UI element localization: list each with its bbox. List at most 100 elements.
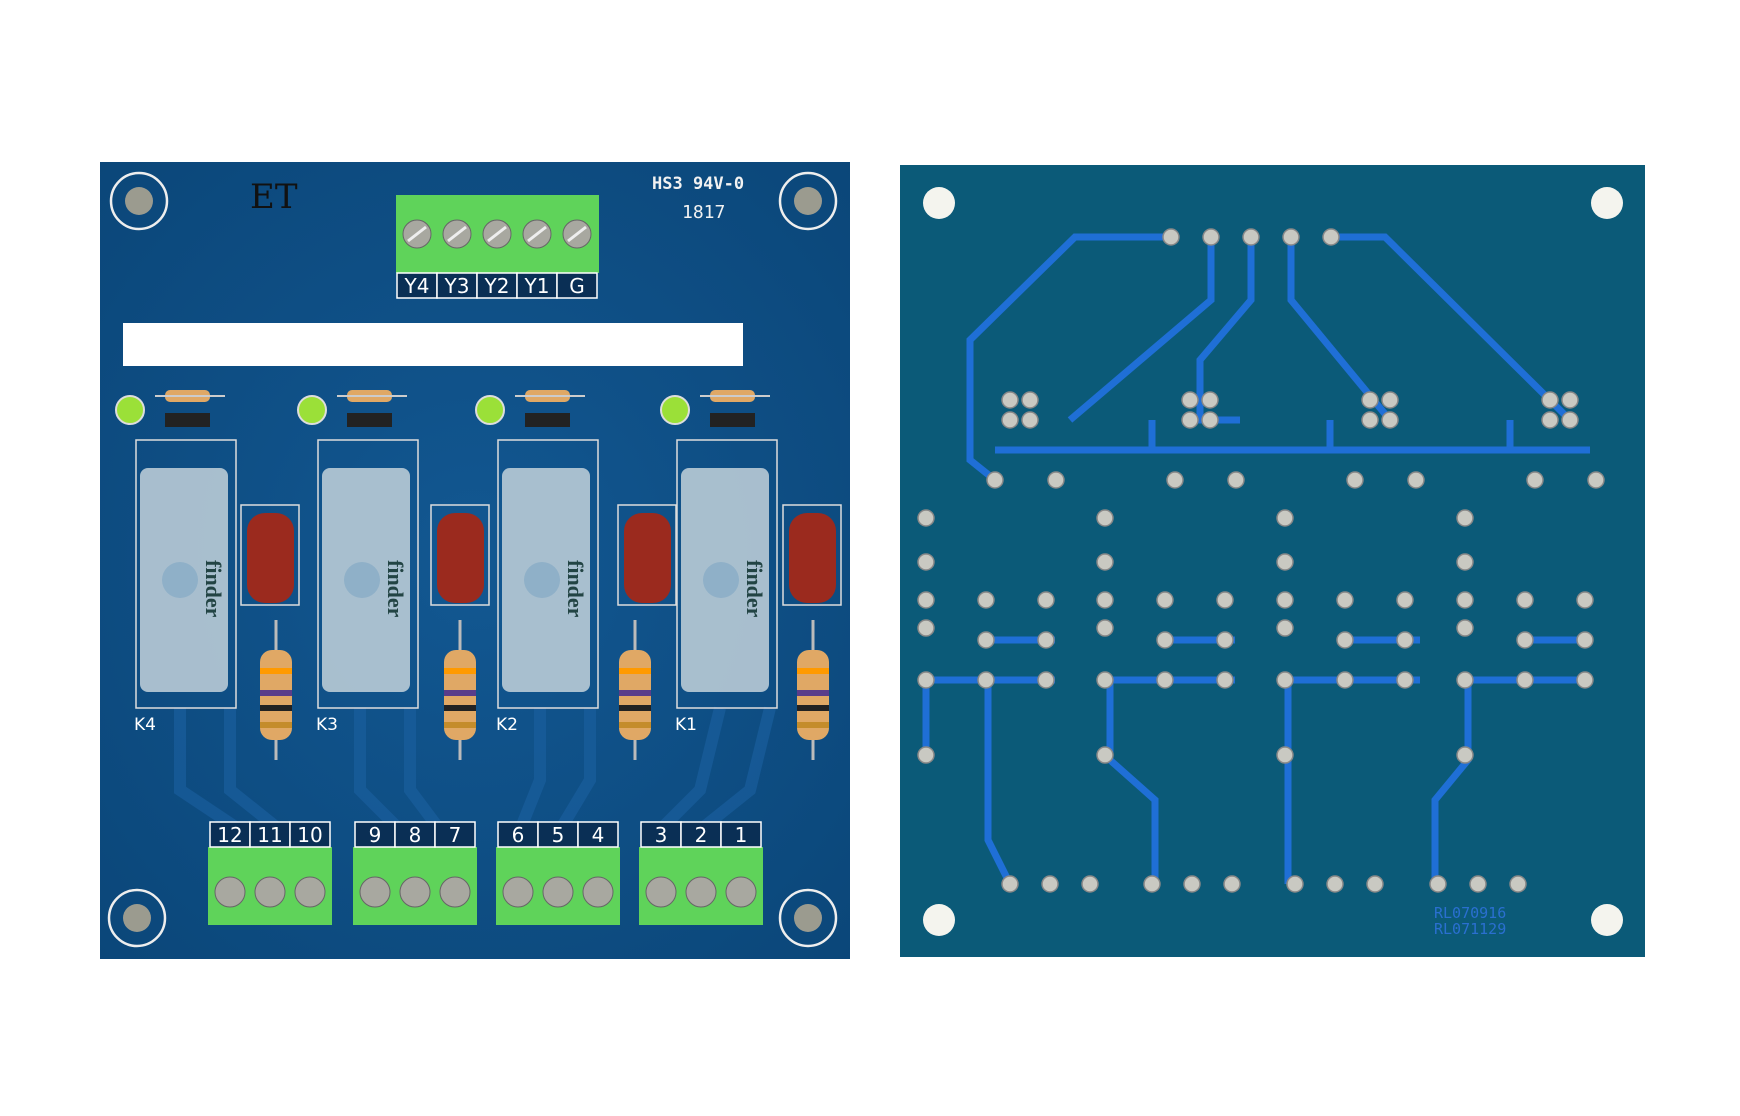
solder-pad: [1396, 631, 1414, 649]
solder-pad: [1541, 391, 1559, 409]
trace: [404, 708, 445, 834]
terminal-label: Y1: [524, 274, 550, 298]
diode: [525, 413, 570, 427]
logo-text: ET: [250, 177, 298, 217]
screw-icon: [542, 876, 574, 908]
copper-trace: [966, 233, 1171, 483]
solder-pad: [1096, 671, 1114, 689]
front-traces: [174, 706, 776, 835]
copper-trace: [1287, 237, 1393, 423]
trace: [354, 708, 405, 835]
resistor-band: [797, 690, 829, 696]
trace: [696, 706, 776, 835]
solder-pad: [1162, 228, 1180, 246]
relay-coil: [344, 562, 380, 598]
terminal-label: 1: [735, 823, 748, 847]
rating-text: HS3 94V-0: [652, 174, 744, 194]
solder-pad: [1001, 875, 1019, 893]
terminal-label: 10: [297, 823, 322, 847]
solder-pad: [1216, 591, 1234, 609]
terminal-label: 7: [449, 823, 462, 847]
solder-pad: [1541, 411, 1559, 429]
terminal-label-box: [720, 821, 762, 848]
relay-outline: [676, 439, 778, 709]
copper-trace: [1067, 237, 1215, 423]
resistor-band: [444, 705, 476, 711]
solder-pad: [1456, 553, 1474, 571]
terminal-label: 8: [409, 823, 422, 847]
mounting-hole: [923, 187, 955, 219]
terminal-label: 4: [592, 823, 605, 847]
resistor-band: [260, 668, 292, 674]
solder-pad: [1322, 228, 1340, 246]
solder-pad: [1561, 411, 1579, 429]
solder-pad: [1156, 671, 1174, 689]
white-label-strip: [123, 323, 743, 366]
solder-pad: [1081, 875, 1099, 893]
mounting-hole: [923, 904, 955, 936]
terminal-label-box: [434, 821, 476, 848]
solder-pad: [1242, 228, 1260, 246]
solder-pad: [1576, 671, 1594, 689]
relay-outline: [135, 439, 237, 709]
solder-pad: [1456, 509, 1474, 527]
solder-pad: [1021, 411, 1039, 429]
led: [297, 395, 327, 425]
date-code-text: 1817: [682, 202, 725, 223]
solder-pad: [1561, 391, 1579, 409]
solder-pad: [1429, 875, 1447, 893]
resistor-band: [444, 722, 476, 728]
mounting-hole: [794, 904, 822, 932]
solder-pad: [1516, 591, 1534, 609]
copper-trace: [1106, 680, 1159, 884]
trace: [514, 708, 546, 833]
resistor-band: [619, 722, 651, 728]
solder-pad: [1381, 411, 1399, 429]
mounting-holes: [107, 171, 838, 948]
solder-pad: [1276, 746, 1294, 764]
diode: [347, 413, 392, 427]
relay-label: K3: [316, 715, 338, 735]
solder-pad: [1276, 619, 1294, 637]
capacitor: [437, 513, 484, 603]
solder-pad: [977, 591, 995, 609]
terminal-label: 2: [695, 823, 708, 847]
solder-pad: [1587, 471, 1605, 489]
solder-pad: [1456, 746, 1474, 764]
trace: [174, 708, 244, 835]
solder-pad: [1396, 591, 1414, 609]
hole-ring: [778, 888, 838, 948]
solder-pad: [917, 746, 935, 764]
back-marking-2: RL071129: [1434, 920, 1506, 938]
solder-pad: [1276, 553, 1294, 571]
resistor-band: [619, 705, 651, 711]
relay-coil: [524, 562, 560, 598]
terminal-label-box: [209, 821, 251, 848]
back-traces: [922, 233, 1590, 886]
solder-pad: [1336, 591, 1354, 609]
screw-slot: [407, 225, 427, 243]
terminal-label-box: [577, 821, 619, 848]
solder-pad: [1276, 671, 1294, 689]
relay-outline: [317, 439, 419, 709]
hole-ring: [107, 888, 167, 948]
solder-pad: [1516, 671, 1534, 689]
solder-pad: [1361, 411, 1379, 429]
solder-pad: [1181, 411, 1199, 429]
trace: [224, 708, 284, 835]
terminal-label-box: [436, 272, 478, 299]
solder-pad: [1216, 671, 1234, 689]
solder-pad: [1509, 875, 1527, 893]
solder-pad: [1381, 391, 1399, 409]
relay-brand: finder: [742, 560, 767, 618]
screw-icon: [359, 876, 391, 908]
terminal-label-box: [396, 272, 438, 299]
resistor-band: [797, 705, 829, 711]
screw-icon: [254, 876, 286, 908]
back-marking-1: RL070916: [1434, 904, 1506, 922]
solder-pad: [1366, 875, 1384, 893]
